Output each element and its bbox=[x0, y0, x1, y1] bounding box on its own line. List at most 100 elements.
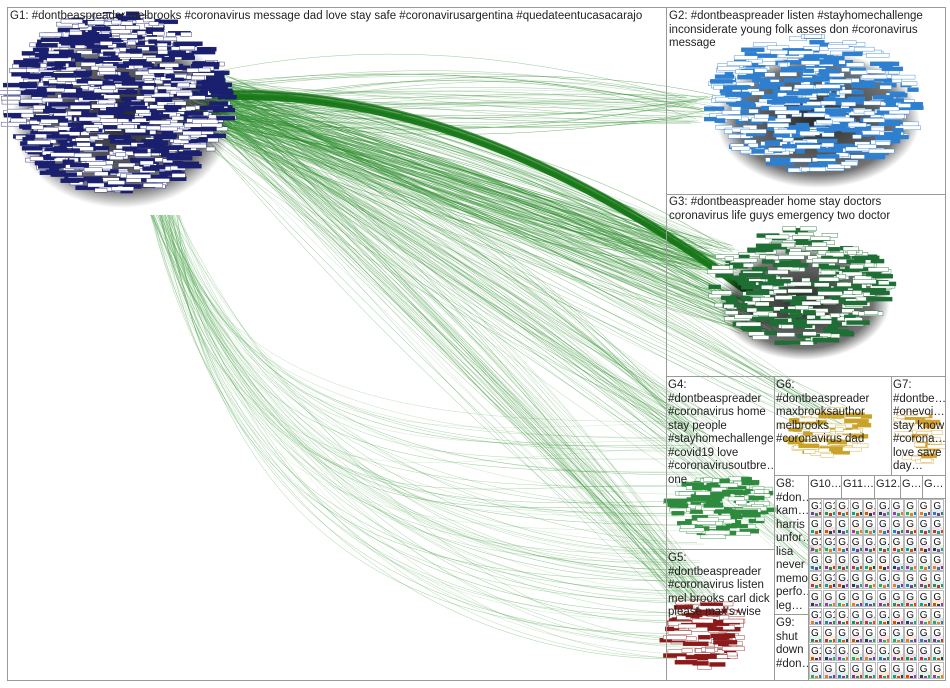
small-group-tag: G… bbox=[865, 645, 875, 657]
edge bbox=[224, 90, 761, 297]
small-group-tag: G bbox=[892, 501, 901, 512]
small-group-node bbox=[828, 567, 832, 570]
edge bbox=[152, 214, 690, 642]
cluster-g2 bbox=[703, 34, 924, 188]
small-group-node bbox=[873, 548, 876, 552]
node bbox=[153, 134, 176, 140]
small-group-node bbox=[873, 620, 876, 624]
node bbox=[842, 51, 863, 57]
node bbox=[714, 118, 726, 123]
small-group-tag: G bbox=[933, 537, 942, 549]
small-group-node bbox=[869, 603, 873, 607]
small-group-cell: G bbox=[849, 589, 863, 607]
small-group-cell: G… bbox=[877, 643, 890, 662]
small-group-node bbox=[828, 585, 832, 588]
small-group-node bbox=[919, 656, 923, 660]
node bbox=[91, 104, 115, 109]
small-group-tag: G bbox=[838, 663, 846, 675]
small-group-tag: G… bbox=[838, 609, 848, 621]
small-group-tag: G… bbox=[838, 501, 848, 512]
small-group-node bbox=[914, 566, 917, 570]
small-group-node bbox=[824, 584, 828, 588]
edge bbox=[174, 73, 687, 98]
small-group-node bbox=[923, 675, 927, 679]
edge bbox=[189, 83, 699, 613]
small-group-tag: G bbox=[851, 537, 860, 549]
edge bbox=[171, 214, 706, 444]
small-group-tag: G bbox=[879, 663, 887, 675]
node bbox=[3, 113, 22, 118]
edge bbox=[218, 80, 701, 123]
small-group-node bbox=[887, 656, 889, 660]
small-group-cell: G1… bbox=[822, 499, 836, 517]
small-group-node bbox=[927, 530, 930, 534]
edge bbox=[216, 77, 709, 445]
small-group-node bbox=[914, 656, 917, 660]
edge bbox=[171, 76, 702, 102]
edge bbox=[200, 106, 829, 411]
small-group-tag: G bbox=[879, 591, 887, 603]
small-group-tag: G bbox=[906, 501, 914, 512]
node bbox=[809, 40, 825, 45]
node bbox=[23, 58, 44, 63]
small-group-tag: G bbox=[906, 573, 914, 585]
edge bbox=[150, 214, 705, 602]
small-group-node bbox=[838, 656, 842, 660]
small-group-node bbox=[883, 639, 886, 643]
node bbox=[132, 148, 148, 154]
edge bbox=[224, 92, 761, 299]
small-group-cell: G bbox=[822, 661, 836, 680]
edge bbox=[173, 75, 824, 410]
small-group-node bbox=[865, 548, 869, 552]
node bbox=[799, 131, 821, 136]
small-group-node bbox=[906, 638, 910, 642]
edge bbox=[185, 121, 704, 442]
small-group-cell: G bbox=[809, 553, 822, 571]
small-group-node bbox=[859, 566, 862, 570]
small-group-node bbox=[815, 513, 818, 516]
small-group-tag: G bbox=[919, 555, 928, 567]
edge bbox=[224, 95, 695, 121]
small-group-node bbox=[819, 674, 821, 678]
small-group-node bbox=[815, 567, 818, 570]
edge bbox=[190, 124, 809, 549]
node bbox=[103, 94, 121, 99]
small-group-node bbox=[883, 549, 886, 552]
small-group-node bbox=[937, 567, 941, 570]
small-group-node bbox=[869, 531, 873, 534]
small-group-tag: G bbox=[838, 519, 846, 531]
small-group-node bbox=[824, 602, 828, 606]
node bbox=[48, 102, 71, 107]
node bbox=[87, 30, 97, 35]
small-group-node bbox=[927, 620, 930, 624]
node bbox=[143, 97, 156, 103]
small-group-node bbox=[887, 530, 889, 534]
small-group-node bbox=[906, 656, 910, 660]
node bbox=[803, 34, 822, 39]
edge bbox=[183, 120, 699, 123]
small-group-node bbox=[846, 602, 849, 606]
small-group-tag: G bbox=[838, 591, 846, 603]
node bbox=[816, 127, 837, 132]
edge bbox=[165, 214, 705, 593]
edge bbox=[178, 214, 701, 562]
small-group-tag: G1… bbox=[811, 645, 821, 657]
small-group-tag: G… bbox=[865, 573, 875, 585]
small-group-cell: G bbox=[890, 607, 904, 626]
edge bbox=[227, 79, 750, 325]
edge bbox=[215, 115, 682, 613]
edge bbox=[224, 96, 761, 303]
small-group-cell: G bbox=[849, 661, 863, 680]
edge bbox=[165, 214, 705, 545]
edge bbox=[225, 89, 814, 432]
edge bbox=[180, 118, 770, 312]
edge bbox=[204, 95, 768, 321]
cluster-g1 bbox=[0, 11, 237, 208]
node bbox=[37, 127, 59, 132]
small-groups-grid: G1…G1…G…GG…G…GGGGGGGGGGGGGGG1…G1…G…GG…G…… bbox=[809, 499, 945, 680]
node bbox=[125, 11, 140, 16]
small-group-cell: G… bbox=[863, 571, 877, 589]
small-group-node bbox=[941, 674, 944, 678]
node bbox=[148, 21, 159, 26]
node bbox=[164, 170, 178, 176]
